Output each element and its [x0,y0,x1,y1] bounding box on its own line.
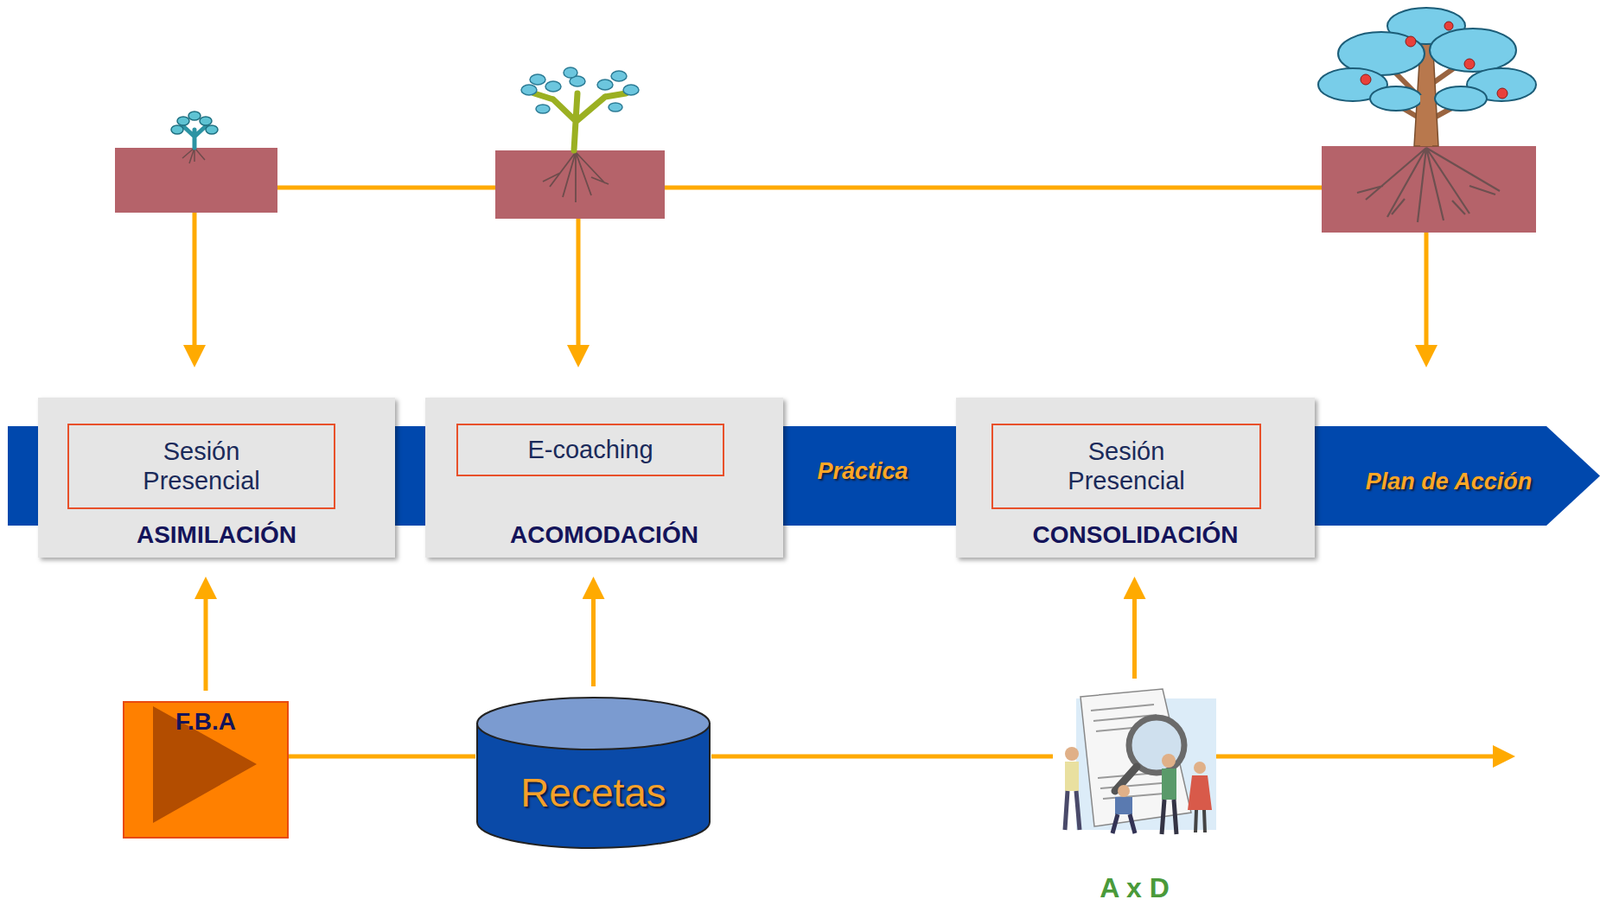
phase-box: ASIMILACIÓN Sesión Presencial [38,397,396,558]
flow-arrow [1132,588,1137,679]
analysis-clipart [1064,688,1217,835]
soil-block [495,150,665,219]
down-arrow [576,218,581,356]
soil-block [1321,146,1537,233]
sprout [171,111,218,164]
activity-box: E-coaching [456,423,725,477]
flow-arrow [203,588,209,691]
grown-tree [1318,7,1537,223]
step-label: Práctica [816,458,908,485]
analysis-node: A x D [1052,688,1217,903]
node-label: Recetas [475,769,712,817]
down-arrow [192,212,198,356]
node-label: E-coaching [527,435,653,465]
activity-box: Sesión Presencial [991,423,1262,510]
phase-heading: CONSOLIDACIÓN [956,521,1315,549]
flow-line [288,754,476,759]
young-tree [521,67,639,203]
node-label: A x D [1035,873,1234,902]
down-arrow [1424,232,1429,356]
phase-heading: ASIMILACIÓN [38,521,396,549]
cylinder-top [477,697,710,750]
timeline-arrow [1216,754,1504,759]
flow-arrow [591,588,596,687]
phase-heading: ACOMODACIÓN [425,521,784,549]
database-cylinder: Recetas [475,696,712,849]
soil-block [114,147,278,213]
play-box: F.B.A [122,701,289,839]
growth-line [277,185,1322,191]
phase-box: CONSOLIDACIÓN Sesión Presencial [956,397,1315,558]
flow-line [711,754,1053,759]
step-label: Plan de Acción [1365,468,1533,496]
phase-box: ACOMODACIÓN E-coaching [425,397,784,558]
node-label: Sesión Presencial [1044,437,1209,496]
activity-box: Sesión Presencial [67,423,336,510]
node-label: F.B.A [124,707,287,736]
node-label: Sesión Presencial [119,437,284,496]
